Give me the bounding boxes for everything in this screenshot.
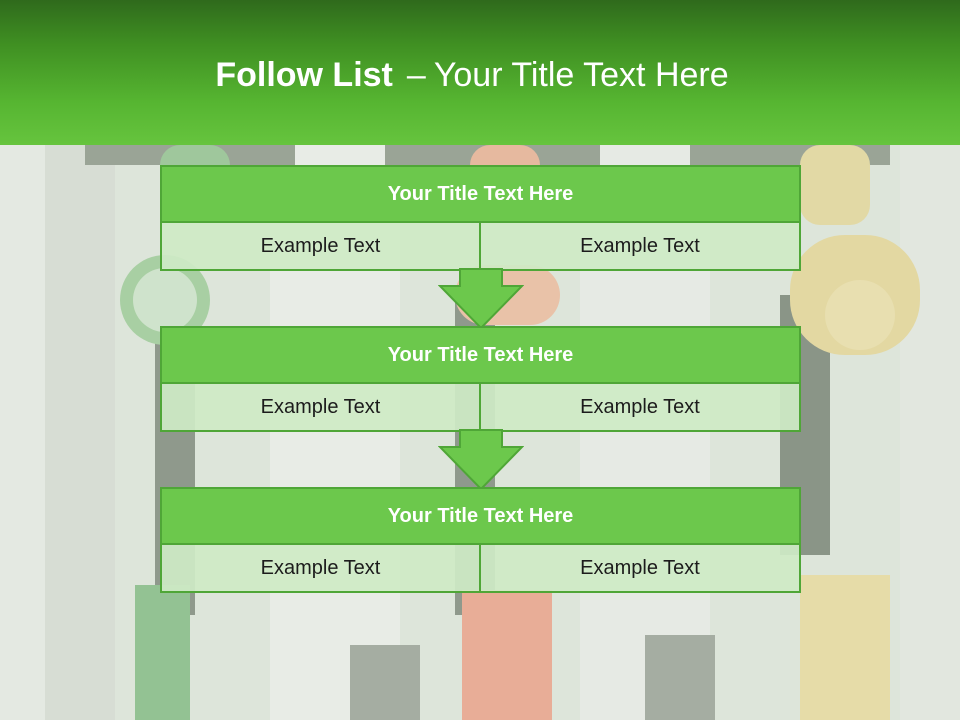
flow-step-2: Your Title Text Here Example Text Exampl… xyxy=(160,326,801,432)
slide-title-rest: Your Title Text Here xyxy=(433,56,729,94)
step-left-cell: Example Text xyxy=(160,384,481,432)
step-right-cell: Example Text xyxy=(479,545,801,593)
step-right-cell: Example Text xyxy=(479,223,801,271)
slide-title: Follow List–Your Title Text Here xyxy=(0,52,944,98)
slide-title-bold: Follow List xyxy=(215,56,393,94)
header-band: Follow List–Your Title Text Here xyxy=(0,0,960,145)
step-title: Your Title Text Here xyxy=(160,487,801,545)
step-left-cell: Example Text xyxy=(160,545,481,593)
slide-title-separator: – xyxy=(406,56,426,94)
step-left-cell: Example Text xyxy=(160,223,481,271)
step-right-cell: Example Text xyxy=(479,384,801,432)
down-arrow-icon xyxy=(438,429,524,491)
down-arrow-icon xyxy=(438,268,524,330)
step-title: Your Title Text Here xyxy=(160,165,801,223)
flow-step-3: Your Title Text Here Example Text Exampl… xyxy=(160,487,801,593)
flow-step-1: Your Title Text Here Example Text Exampl… xyxy=(160,165,801,271)
step-title: Your Title Text Here xyxy=(160,326,801,384)
